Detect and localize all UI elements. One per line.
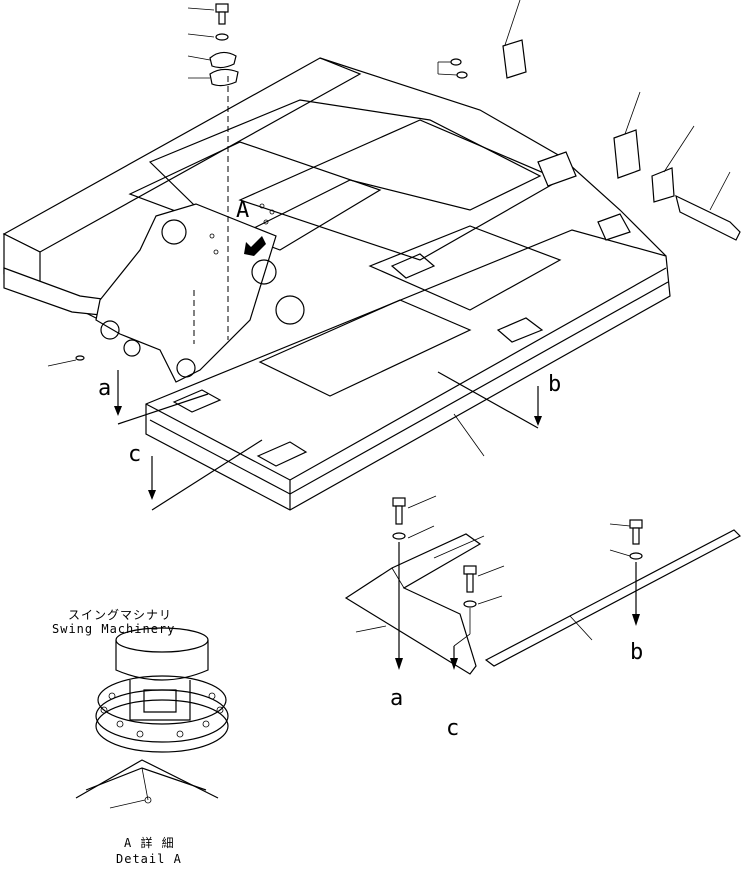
ref-c-frame-label: c — [128, 442, 142, 467]
cover-plates — [344, 495, 741, 675]
detail-title-en: Swing Machinery — [52, 622, 176, 636]
bolt-callout-left — [47, 355, 85, 367]
ref-b-cover-label: b — [630, 640, 644, 665]
ref-c-cover-label: c — [446, 716, 460, 741]
detail-a-drawing — [75, 627, 229, 809]
detail-caption-en: Detail A — [116, 852, 182, 866]
ref-arrows-frame — [114, 370, 542, 511]
view-arrow-a — [244, 236, 266, 256]
parts-upper-right — [437, 0, 741, 241]
ref-a-cover-label: a — [390, 686, 404, 711]
detail-caption-jp: A 詳 細 — [124, 836, 175, 850]
detail-ref-label: A — [236, 198, 250, 223]
bolt-stack-top — [187, 3, 239, 87]
ref-b-frame-label: b — [548, 372, 562, 397]
track-frame — [2, 57, 671, 511]
ref-a-frame-label: a — [98, 376, 112, 401]
detail-title-jp: スイングマシナリ — [68, 608, 173, 622]
